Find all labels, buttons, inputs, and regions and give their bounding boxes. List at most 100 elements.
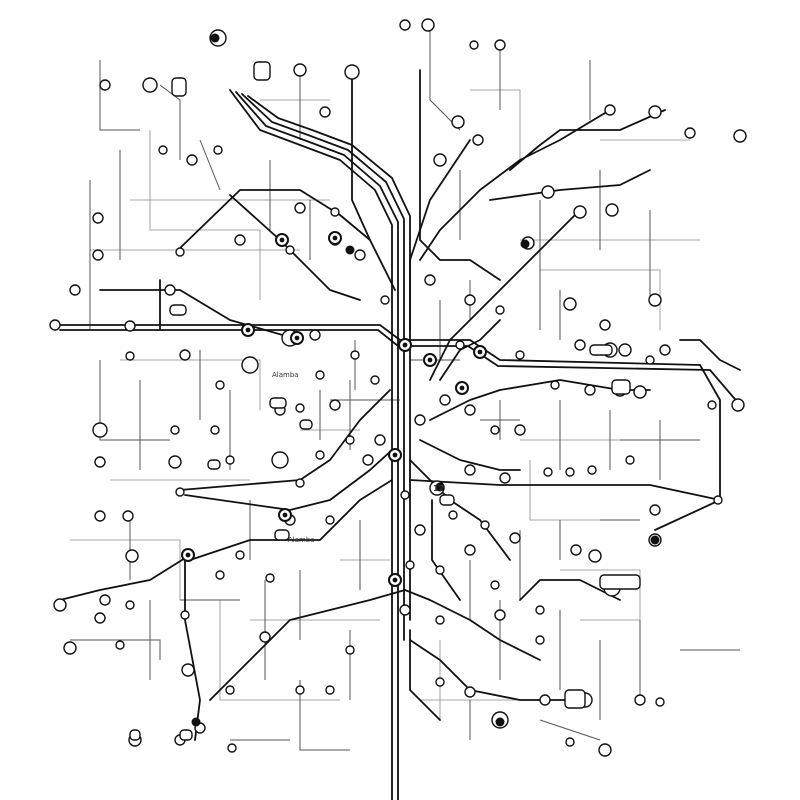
station-circle xyxy=(180,610,190,620)
trunk-route xyxy=(54,324,701,366)
interchange-core xyxy=(459,385,465,391)
station-circle xyxy=(514,424,526,436)
station-circle xyxy=(439,394,451,406)
station-circle xyxy=(170,425,180,435)
interchange-core xyxy=(245,327,251,333)
station-circle xyxy=(535,635,545,645)
station-circle xyxy=(92,249,104,261)
station-circle xyxy=(69,284,81,296)
station-circle xyxy=(259,631,271,643)
station-circle xyxy=(405,560,415,570)
station-circle xyxy=(588,549,602,563)
station-layer xyxy=(49,18,747,757)
station-circle xyxy=(350,350,360,360)
station-circle xyxy=(325,515,335,525)
station-circle xyxy=(494,609,506,621)
branch-route xyxy=(70,639,161,660)
branch-route xyxy=(99,60,140,131)
station-circle xyxy=(469,40,479,50)
station-circle xyxy=(573,205,587,219)
station-circle xyxy=(435,677,445,687)
trunk-route xyxy=(431,499,461,601)
station-circle xyxy=(315,370,325,380)
terminus-icon xyxy=(129,729,141,741)
station-circle xyxy=(435,565,445,575)
trunk-route xyxy=(679,339,741,371)
trunk-route xyxy=(209,589,406,701)
station-circle xyxy=(424,274,436,286)
terminus-icon xyxy=(269,397,287,409)
trunk-route-layer xyxy=(54,69,741,800)
station-circle xyxy=(448,510,458,520)
faint-route xyxy=(70,539,181,600)
station-circle xyxy=(648,293,662,307)
branch-route xyxy=(159,84,181,160)
terminus-icon xyxy=(171,77,187,97)
station-circle xyxy=(649,504,661,516)
station-circle xyxy=(94,510,106,522)
station-name-label: Alamba xyxy=(288,536,315,544)
station-circle xyxy=(158,145,168,155)
station-circle xyxy=(124,320,136,332)
station-circle xyxy=(330,207,340,217)
terminus-icon xyxy=(564,689,586,709)
station-circle xyxy=(315,450,325,460)
major-station-dot xyxy=(345,245,355,255)
station-circle xyxy=(707,400,717,410)
station-circle xyxy=(175,487,185,497)
station-circle xyxy=(684,127,696,139)
terminus-icon xyxy=(253,61,271,81)
station-circle xyxy=(225,685,235,695)
trunk-route xyxy=(177,189,371,251)
terminus-icon xyxy=(179,729,193,741)
station-circle xyxy=(399,604,411,616)
station-circle xyxy=(494,39,506,51)
thin-route-layer xyxy=(70,30,740,751)
trunk-route xyxy=(247,95,411,621)
station-circle xyxy=(570,544,582,556)
station-circle xyxy=(354,249,366,261)
trunk-route xyxy=(404,589,541,661)
interchange-core xyxy=(282,512,288,518)
station-circle xyxy=(53,598,67,612)
trunk-route xyxy=(99,289,301,341)
terminus-icon xyxy=(207,459,221,470)
station-circle xyxy=(234,234,246,246)
trunk-route xyxy=(409,639,581,701)
major-station-dot xyxy=(210,33,220,43)
station-circle xyxy=(215,380,225,390)
trunk-route xyxy=(179,389,391,491)
station-circle xyxy=(515,350,525,360)
station-circle xyxy=(472,134,484,146)
station-circle xyxy=(733,129,747,143)
trunk-route xyxy=(654,364,721,531)
major-station-dot xyxy=(191,717,201,727)
label-layer: Alamba Alamba 17 xyxy=(272,371,444,544)
station-circle xyxy=(63,641,77,655)
faint-route xyxy=(560,569,641,621)
station-circle xyxy=(414,524,426,536)
trunk-route xyxy=(59,554,191,601)
station-circle xyxy=(265,573,275,583)
station-circle xyxy=(186,154,198,166)
station-number-label: 17 xyxy=(433,484,444,493)
station-circle xyxy=(94,612,106,624)
station-circle xyxy=(414,414,426,426)
trunk-route xyxy=(419,439,521,471)
station-circle xyxy=(285,245,295,255)
trunk-route xyxy=(519,579,621,601)
interchange-core xyxy=(294,335,300,341)
interchange-core xyxy=(185,552,191,558)
faint-route xyxy=(540,269,661,330)
trunk-route xyxy=(409,479,721,501)
station-circle xyxy=(125,549,139,563)
station-circle xyxy=(293,63,307,77)
station-circle xyxy=(227,743,237,753)
station-circle xyxy=(168,455,182,469)
interchange-core xyxy=(392,452,398,458)
station-circle xyxy=(464,404,476,416)
station-circle xyxy=(550,380,560,390)
station-circle xyxy=(215,570,225,580)
station-circle xyxy=(633,385,647,399)
station-circle xyxy=(271,451,289,469)
